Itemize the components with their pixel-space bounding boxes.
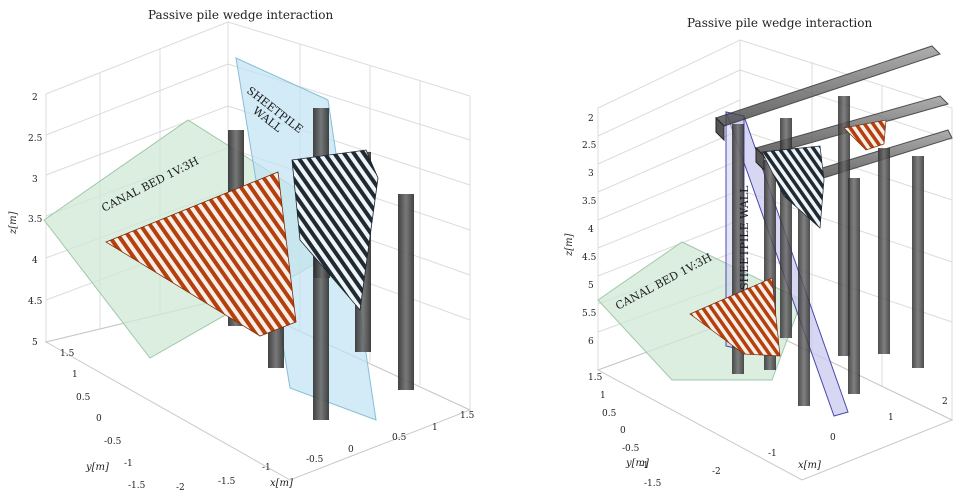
svg-text:1.5: 1.5 (588, 373, 603, 383)
svg-text:0.5: 0.5 (392, 433, 407, 443)
svg-text:-1: -1 (262, 463, 271, 473)
svg-text:0: 0 (620, 426, 626, 436)
svg-text:3.5: 3.5 (582, 197, 597, 207)
svg-text:0.5: 0.5 (76, 393, 91, 403)
svg-text:2: 2 (942, 397, 948, 407)
left-pile (398, 194, 414, 390)
svg-text:-0.5: -0.5 (622, 444, 640, 454)
left-passive-wedge-dark (291, 149, 379, 311)
svg-text:-1: -1 (640, 461, 649, 471)
svg-text:4.5: 4.5 (582, 253, 597, 263)
svg-text:0.5: 0.5 (602, 409, 617, 419)
right-capping-beams (715, 45, 953, 200)
left-x-axis-label: x[m] (270, 478, 293, 489)
svg-text:-2: -2 (176, 483, 185, 491)
svg-text:-1.5: -1.5 (218, 477, 236, 487)
svg-text:6: 6 (588, 337, 594, 347)
svg-text:-0.5: -0.5 (104, 437, 122, 447)
svg-text:2.5: 2.5 (582, 141, 597, 151)
svg-text:1: 1 (72, 370, 78, 380)
svg-text:2: 2 (588, 114, 594, 124)
right-x-axis-label: x[m] (798, 460, 821, 471)
svg-text:1: 1 (432, 423, 438, 433)
right-sheetpile-label: SHEETPILE WALL (738, 185, 751, 290)
right-pile (878, 148, 890, 354)
svg-text:-1.5: -1.5 (128, 481, 146, 491)
right-y-ticks: 1.5 1 0.5 0 -0.5 -1 -1.5 (588, 373, 662, 489)
svg-text:-1: -1 (124, 459, 133, 469)
svg-text:-0.5: -0.5 (306, 455, 324, 465)
right-pile (912, 156, 924, 368)
svg-text:1.5: 1.5 (460, 411, 475, 421)
svg-text:0: 0 (96, 414, 102, 424)
left-figure-title: Passive pile wedge interaction (148, 8, 334, 22)
left-z-axis-label: z[m] (8, 211, 19, 235)
svg-text:-1: -1 (768, 449, 777, 459)
left-z-ticks: 2 2.5 3 3.5 4 4.5 5 (28, 93, 43, 348)
svg-text:1: 1 (600, 391, 606, 401)
left-y-ticks: 1.5 1 0.5 0 -0.5 -1 -1.5 (60, 349, 146, 491)
svg-text:3: 3 (32, 175, 38, 185)
right-z-ticks: 2 2.5 3 3.5 4 4.5 5 5.5 6 (582, 114, 597, 347)
svg-text:4: 4 (588, 225, 594, 235)
svg-text:5: 5 (32, 338, 38, 348)
svg-text:4: 4 (32, 256, 38, 266)
svg-text:5.5: 5.5 (582, 309, 597, 319)
right-3d-plot: CANAL BED 1V:3H SHEETPILE WALL 2 2.5 3 3… (564, 39, 954, 489)
right-y-axis-label: y[m] (625, 458, 649, 469)
left-x-ticks: -2 -1.5 -1 -0.5 0 0.5 1 1.5 (176, 411, 475, 491)
svg-text:3: 3 (588, 169, 594, 179)
svg-text:4.5: 4.5 (28, 297, 43, 307)
svg-text:5: 5 (588, 281, 594, 291)
right-passive-wedge-small (843, 119, 887, 151)
left-3d-plot: CANAL BED 1V:3H SHEETPILE WALL 2 2.5 3 3… (8, 21, 475, 491)
right-passive-wedge-red (689, 277, 781, 357)
svg-text:0: 0 (348, 445, 354, 455)
svg-text:1.5: 1.5 (60, 349, 75, 359)
right-pile (848, 178, 860, 394)
svg-text:2: 2 (32, 93, 38, 103)
left-figure-panel: Passive pile wedge interaction (8, 8, 475, 491)
svg-text:2.5: 2.5 (28, 134, 43, 144)
svg-text:3.5: 3.5 (28, 215, 43, 225)
svg-text:1: 1 (888, 413, 894, 423)
svg-text:-1.5: -1.5 (644, 479, 662, 489)
right-pile (838, 96, 850, 356)
right-figure-panel: Passive pile wedge interaction (562, 0, 955, 491)
left-passive-wedge-red (105, 171, 297, 337)
right-x-ticks: -2 -1 0 1 2 (712, 397, 948, 477)
svg-text:-2: -2 (712, 467, 721, 477)
right-figure-title: Passive pile wedge interaction (687, 16, 873, 30)
right-passive-wedge-dark (761, 145, 825, 229)
right-pile (798, 176, 810, 406)
right-z-axis-label: z[m] (564, 233, 575, 257)
svg-text:0: 0 (830, 433, 836, 443)
left-y-axis-label: y[m] (85, 462, 109, 473)
